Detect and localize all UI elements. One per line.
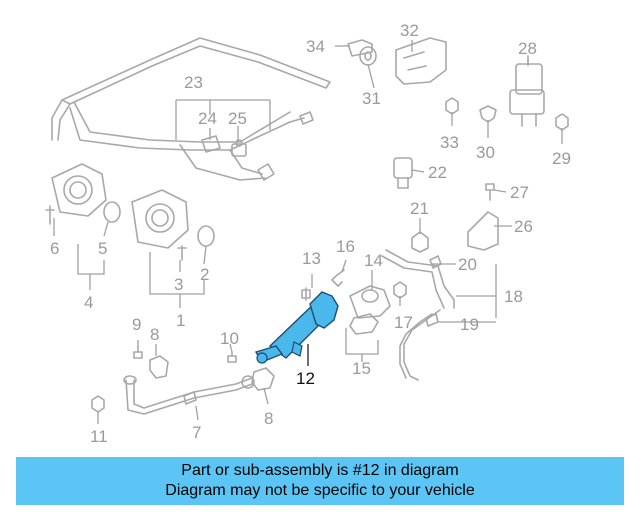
- gasket-part-8a: [149, 355, 169, 379]
- callout-6: 6: [50, 239, 59, 258]
- bolt-part-10: [227, 351, 237, 363]
- callout-25: 25: [228, 109, 247, 128]
- callout-26: 26: [514, 217, 533, 236]
- callout-4: 4: [84, 293, 93, 312]
- nut-part-33: [445, 97, 459, 115]
- valve-part-25: [231, 139, 247, 157]
- callout-23: 23: [184, 73, 203, 92]
- bolt-part-9: [133, 345, 143, 359]
- callout-31: 31: [362, 89, 381, 108]
- egr-cooler-part-12: [254, 291, 339, 364]
- solenoid-part-28: [509, 55, 545, 127]
- callout-18: 18: [504, 287, 523, 306]
- callout-27: 27: [510, 183, 529, 202]
- leader-lines: [53, 40, 563, 424]
- callout-34: 34: [306, 37, 325, 56]
- bolt-part-16: [331, 269, 345, 287]
- callout-9: 9: [132, 315, 141, 334]
- vacuum-line-assembly: [51, 37, 331, 181]
- callout-17: 17: [394, 313, 413, 332]
- nut-part-17: [393, 281, 407, 299]
- pipe-part-14: [349, 285, 391, 319]
- callout-24: 24: [198, 109, 217, 128]
- tube-part-18: [381, 249, 455, 381]
- callout-12: 12: [296, 369, 315, 388]
- grommet-part-31: [359, 46, 377, 66]
- callout-3: 3: [174, 275, 183, 294]
- hose-clip-part-24: [201, 135, 221, 153]
- callout-5: 5: [98, 239, 107, 258]
- egr-cooler-port: [256, 352, 268, 364]
- sensor-part-22: [393, 157, 413, 189]
- callout-16: 16: [336, 237, 355, 256]
- callout-2: 2: [200, 265, 209, 284]
- callout-30: 30: [476, 143, 495, 162]
- caption-banner: Part or sub-assembly is #12 in diagram D…: [16, 457, 624, 505]
- callout-8a: 8: [150, 325, 159, 344]
- bracket-part-32: [395, 37, 447, 85]
- callout-11: 11: [90, 427, 108, 446]
- bolt-part-30: [479, 105, 497, 123]
- callout-7: 7: [192, 423, 201, 442]
- callout-22: 22: [428, 163, 447, 182]
- caption-line-1: Part or sub-assembly is #12 in diagram: [181, 462, 459, 479]
- stud-part-13: [301, 287, 311, 301]
- gasket-part-15: [349, 313, 379, 335]
- callout-10: 10: [220, 329, 239, 348]
- housing-part-4-group: [45, 163, 121, 225]
- housing-part-1-group: [131, 189, 215, 261]
- callout-labels: 34 32 28 31 23 24 25 33 30 29 22 27 21 2…: [50, 21, 571, 446]
- callout-32: 32: [400, 21, 419, 40]
- nut-part-11: [91, 395, 105, 413]
- callout-20: 20: [458, 255, 477, 274]
- callout-28: 28: [518, 39, 537, 58]
- parts-diagram: 34 32 28 31 23 24 25 33 30 29 22 27 21 2…: [45, 21, 571, 446]
- callout-1: 1: [176, 311, 185, 330]
- nut-part-21: [411, 231, 429, 253]
- callout-13: 13: [302, 249, 321, 268]
- nut-part-29: [555, 113, 569, 131]
- callout-21: 21: [410, 199, 429, 218]
- callout-29: 29: [552, 149, 571, 168]
- egr-cooler-inlet-flange: [309, 291, 339, 329]
- callout-33: 33: [440, 133, 459, 152]
- egr-cooler-bracket: [291, 341, 303, 357]
- callout-8b: 8: [264, 409, 273, 428]
- bolt-part-27: [485, 183, 495, 201]
- gasket-part-8b: [251, 367, 275, 391]
- callout-19: 19: [460, 315, 479, 334]
- callout-15: 15: [352, 359, 371, 378]
- pipe-part-7: [123, 375, 255, 415]
- caption-line-2: Diagram may not be specific to your vehi…: [165, 482, 475, 499]
- callout-14: 14: [364, 251, 383, 270]
- bracket-part-26: [467, 211, 499, 251]
